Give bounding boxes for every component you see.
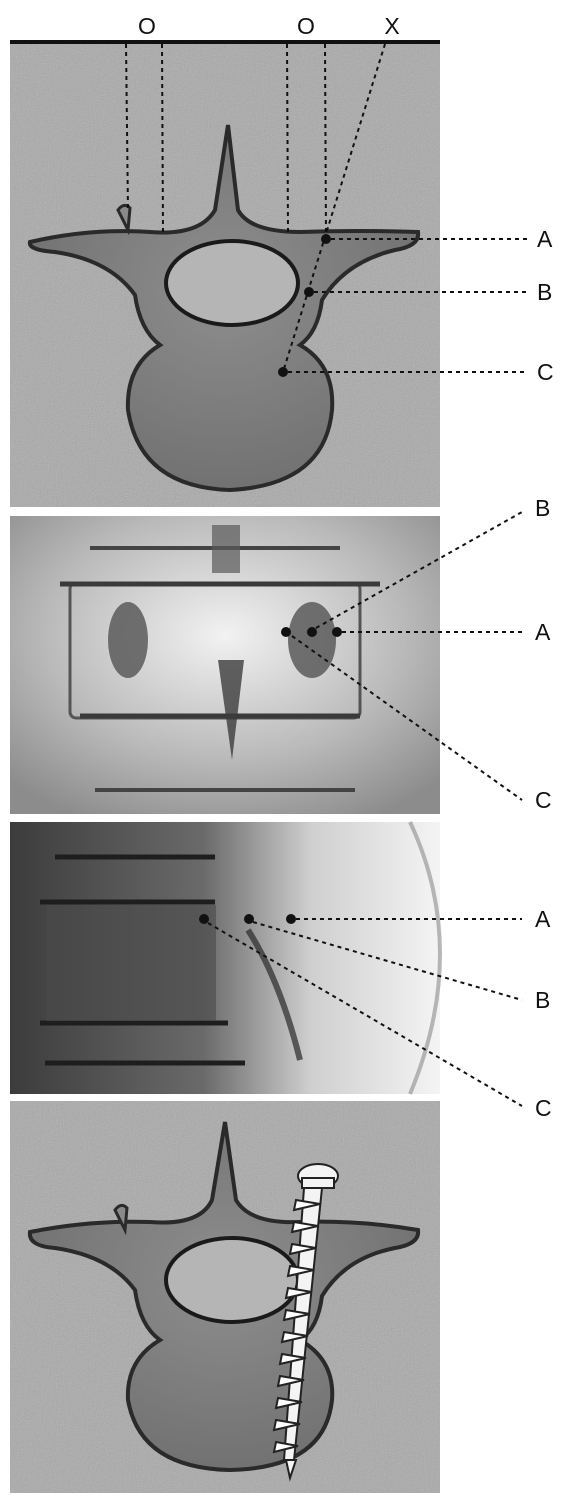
label-a: A bbox=[537, 226, 553, 252]
right-pedicle bbox=[288, 602, 336, 678]
lat-label-a: A bbox=[535, 906, 551, 932]
ap-label-b: B bbox=[535, 495, 550, 521]
lat-point-a-dot bbox=[286, 914, 296, 924]
lat-point-b-dot bbox=[244, 914, 254, 924]
lat-label-b: B bbox=[535, 987, 550, 1013]
axial-ct-screw-panel bbox=[10, 1101, 440, 1493]
lateral-fluoro-panel: A B C bbox=[10, 822, 552, 1121]
ap-point-1-dot bbox=[281, 627, 291, 637]
point-a-dot bbox=[321, 234, 331, 244]
label-c: C bbox=[537, 359, 554, 385]
axial-ct-panel: O O X A B C bbox=[10, 13, 554, 507]
ap-point-2-dot bbox=[307, 627, 317, 637]
left-pedicle bbox=[108, 602, 148, 678]
marker-x: X bbox=[384, 13, 399, 39]
spinal-canal-2 bbox=[166, 1238, 298, 1322]
ap-point-3-dot bbox=[332, 627, 342, 637]
lat-point-c-dot bbox=[199, 914, 209, 924]
lat-label-c: C bbox=[535, 1095, 552, 1121]
spinal-canal bbox=[166, 241, 298, 325]
label-b: B bbox=[537, 279, 552, 305]
ap-fluoro-panel: B A C bbox=[10, 495, 552, 814]
marker-o-right: O bbox=[297, 13, 315, 39]
marker-o-left: O bbox=[138, 13, 156, 39]
point-b-dot bbox=[304, 287, 314, 297]
point-c-dot bbox=[278, 367, 288, 377]
ap-label-c: C bbox=[535, 787, 552, 813]
ap-label-a: A bbox=[535, 619, 551, 645]
